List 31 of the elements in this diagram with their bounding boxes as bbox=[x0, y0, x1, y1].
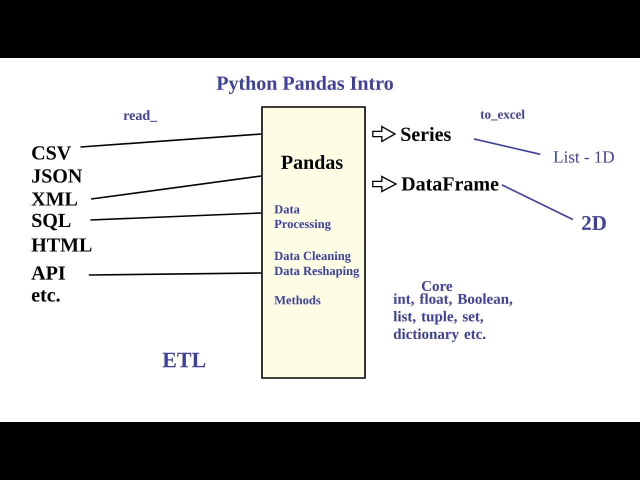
source-label: SQL bbox=[32, 214, 70, 230]
box-title: Pandas bbox=[281, 154, 343, 170]
connector-line bbox=[88, 272, 262, 276]
note-label: List - 1D bbox=[554, 151, 614, 163]
note-text: int, float, Boolean, list, tuple, set, dictionary etc. bbox=[394, 293, 512, 342]
note-label: ETL bbox=[162, 352, 206, 368]
box-item: Data Cleaning bbox=[274, 251, 351, 263]
connector-line bbox=[90, 175, 262, 200]
source-label: API bbox=[31, 266, 65, 280]
heading-label: Core bbox=[422, 280, 452, 292]
box-item: Methods bbox=[274, 296, 320, 304]
connector-line bbox=[474, 138, 540, 156]
source-label: XML bbox=[32, 192, 78, 206]
source-label: etc. bbox=[32, 290, 60, 302]
title: Python Pandas Intro bbox=[216, 76, 393, 94]
code-label: to_excel bbox=[480, 110, 525, 120]
connector-line bbox=[80, 133, 262, 148]
library-box bbox=[261, 106, 366, 379]
block-arrow bbox=[372, 175, 398, 193]
box-item: Data Processing bbox=[274, 205, 331, 231]
connector-line bbox=[502, 184, 574, 220]
note-label: 2D bbox=[582, 216, 606, 230]
source-label: HTML bbox=[32, 238, 92, 252]
code-label: read_ bbox=[124, 110, 158, 122]
source-label: JSON bbox=[32, 169, 82, 183]
connector-line bbox=[90, 212, 262, 221]
type-label: Series bbox=[401, 126, 451, 142]
type-label: DataFrame bbox=[402, 177, 498, 191]
box-item: Data Reshaping bbox=[274, 266, 360, 278]
block-arrow bbox=[372, 125, 396, 143]
source-label: CSV bbox=[32, 146, 71, 160]
